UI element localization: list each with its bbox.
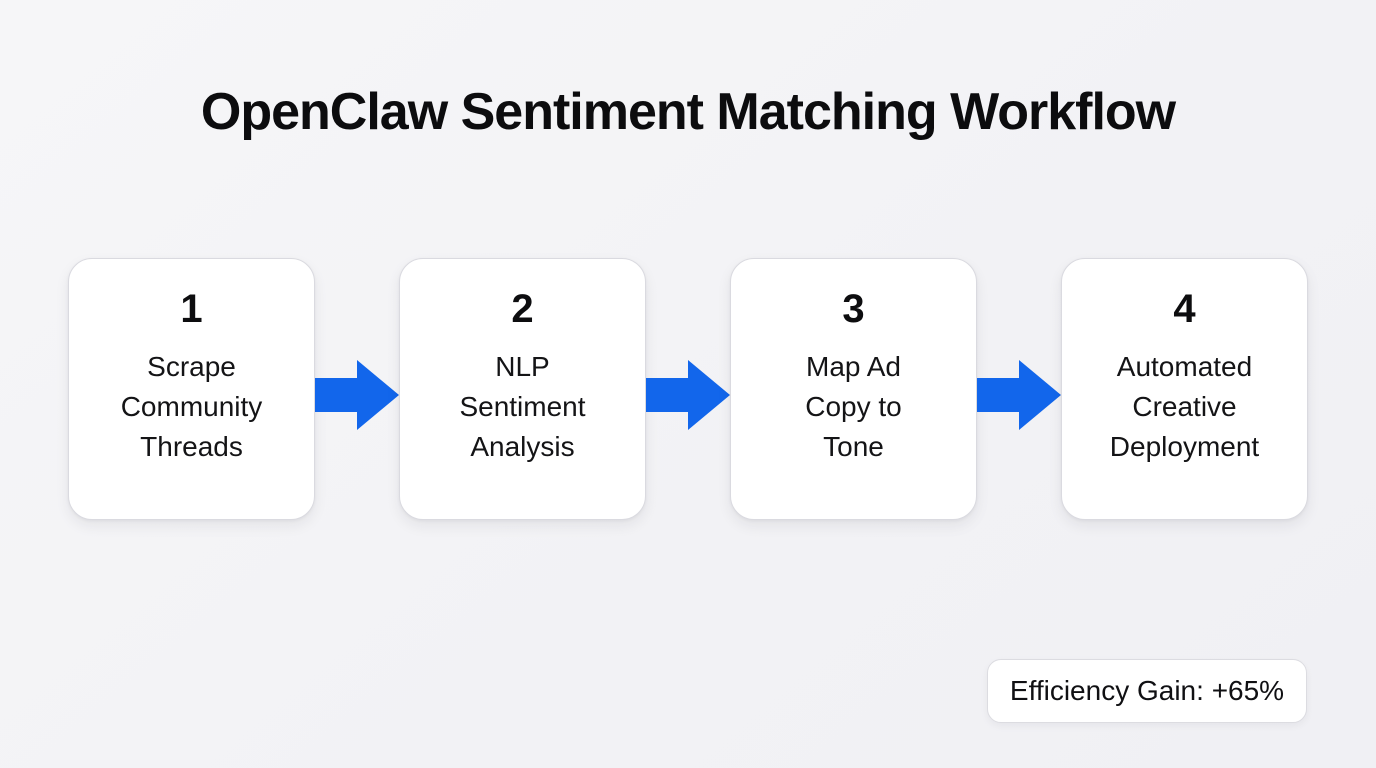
page-title: OpenClaw Sentiment Matching Workflow: [200, 83, 1176, 141]
step-number: 4: [1173, 287, 1196, 331]
step-number: 2: [511, 287, 534, 331]
step-box-4: 4 Automated Creative Deployment: [1061, 258, 1308, 520]
efficiency-badge: Efficiency Gain: +65%: [987, 659, 1307, 723]
arrow-right-icon: [315, 360, 399, 430]
arrow-right-icon: [646, 360, 730, 430]
step-box-1: 1 Scrape Community Threads: [68, 258, 315, 520]
step-box-3: 3 Map Ad Copy to Tone: [730, 258, 977, 520]
step-label: Map Ad Copy to Tone: [805, 351, 902, 462]
efficiency-badge-label: Efficiency Gain: +65%: [1009, 675, 1285, 706]
step-label: NLP Sentiment Analysis: [459, 351, 586, 462]
step-number: 3: [842, 287, 865, 331]
step-number: 1: [180, 287, 203, 331]
step-label: Automated Creative Deployment: [1109, 351, 1260, 462]
workflow-row: 1 Scrape Community Threads 2 NLP Sentime…: [68, 258, 1308, 520]
arrow-right-icon: [977, 360, 1061, 430]
step-box-2: 2 NLP Sentiment Analysis: [399, 258, 646, 520]
step-label: Scrape Community Threads: [120, 351, 263, 462]
